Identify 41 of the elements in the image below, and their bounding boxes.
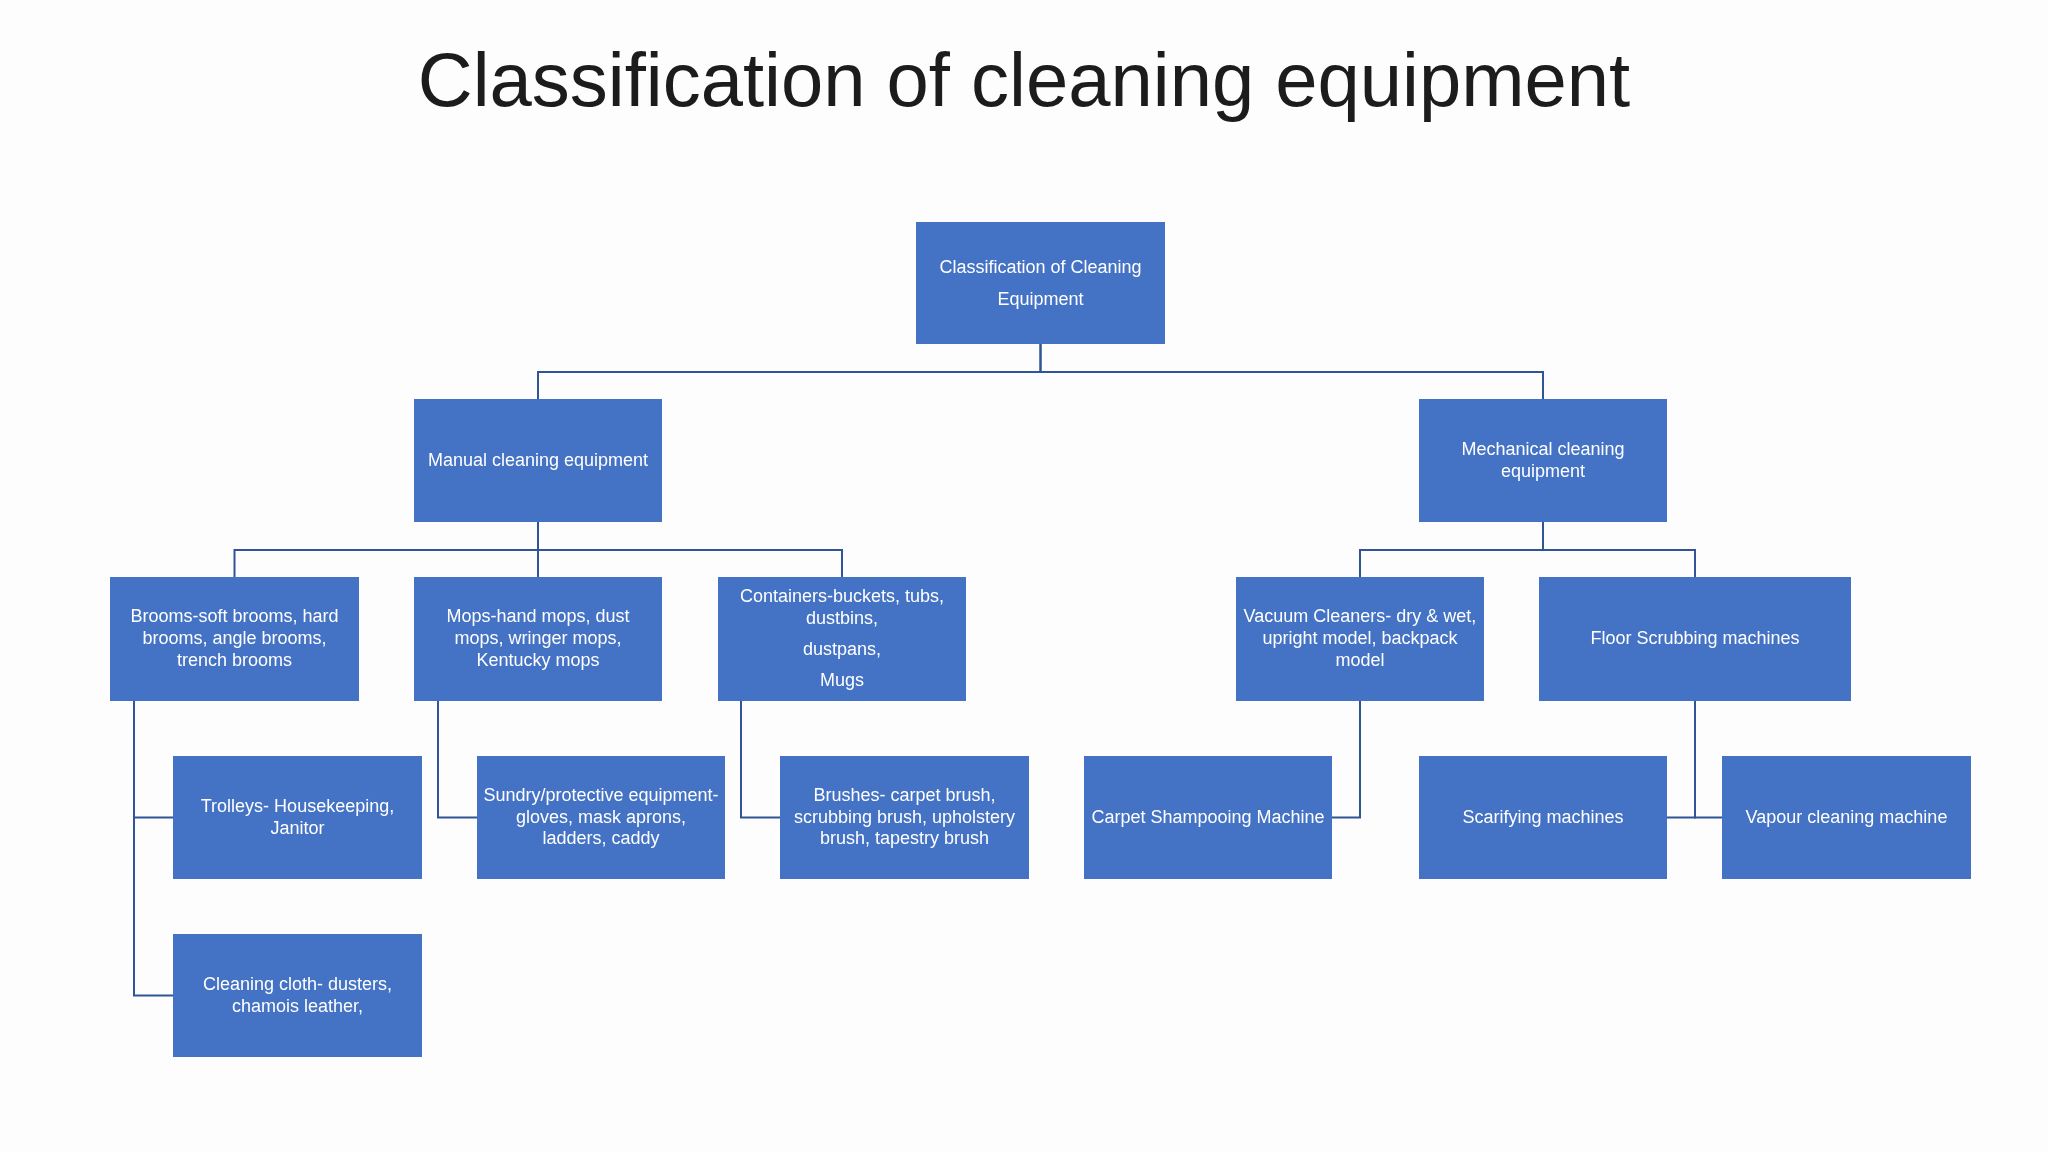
category-box bbox=[1419, 756, 1667, 879]
connector-line bbox=[437, 700, 478, 819]
category-box bbox=[414, 577, 662, 701]
box-label: dustpans, bbox=[802, 639, 882, 661]
category-box bbox=[173, 756, 422, 879]
box-label: Mugs bbox=[820, 669, 864, 692]
box-label: Brushes- carpet brush, scrubbing brush, upholstery brush, tapestry brush bbox=[792, 784, 1017, 851]
category-box bbox=[110, 577, 359, 701]
diagram-title: Classification of cleaning equipment bbox=[417, 38, 1631, 122]
category-box bbox=[414, 399, 662, 522]
connector-line bbox=[740, 700, 781, 819]
category-box bbox=[1236, 577, 1484, 701]
box-label: Floor Scrubbing machines bbox=[1590, 628, 1800, 650]
category-box bbox=[916, 222, 1165, 344]
box-label: Cleaning cloth- dusters, chamois leather, bbox=[201, 973, 394, 1018]
connector-line bbox=[1694, 700, 1723, 819]
box-label: Classification of Cleaning Equipment bbox=[938, 255, 1143, 311]
box-label: Manual cleaning equipment bbox=[427, 449, 649, 472]
category-box bbox=[1419, 399, 1667, 522]
connector-line bbox=[133, 700, 174, 997]
category-box bbox=[780, 756, 1029, 879]
box-label: Mechanical cleaning equipment bbox=[1460, 438, 1626, 483]
connector-line bbox=[1331, 700, 1361, 819]
connector-line bbox=[537, 521, 843, 578]
box-label: Mops-hand mops, dust mops, wringer mops, Kentucky mops bbox=[445, 606, 631, 672]
box-label: Brooms-soft brooms, hard brooms, angle brooms, trench brooms bbox=[129, 606, 340, 672]
connector-line bbox=[1039, 343, 1544, 400]
box-label: Scarifying machines bbox=[1462, 806, 1624, 829]
connector-line bbox=[1542, 521, 1696, 578]
box-label: Containers-buckets, tubs, dustbins, bbox=[738, 586, 946, 630]
box-label: Trolleys- Housekeeping, Janitor bbox=[199, 795, 396, 840]
category-box bbox=[1722, 756, 1971, 879]
category-box bbox=[173, 934, 422, 1057]
box-label: Sundry/protective equipment- gloves, mask aprons, ladders, caddy bbox=[483, 784, 719, 851]
category-box bbox=[1084, 756, 1332, 879]
box-label: Vapour cleaning machine bbox=[1745, 806, 1948, 829]
box-label: Vacuum Cleaners- dry & wet, upright model, backpack model bbox=[1242, 606, 1478, 672]
category-box bbox=[477, 756, 725, 879]
category-box bbox=[718, 577, 966, 701]
category-box bbox=[1539, 577, 1851, 701]
box-label: Carpet Shampooing Machine bbox=[1091, 806, 1325, 829]
